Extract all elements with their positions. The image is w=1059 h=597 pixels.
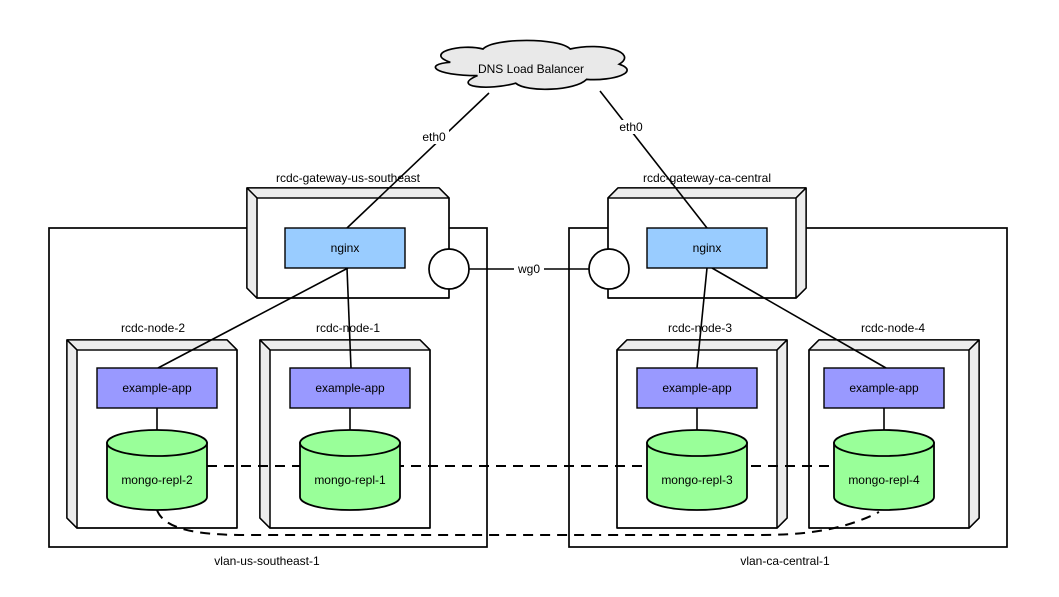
app-node3-label: example-app — [662, 381, 732, 395]
gateway-us-southeast-label: rcdc-gateway-us-southeast — [276, 171, 421, 185]
wg0-label-bg — [514, 262, 544, 276]
edge-nginx-right-to-app-node3 — [696, 267, 708, 369]
mongo-cylinder-repl-4 — [833, 429, 935, 511]
mongo-cylinder-repl-1 — [299, 429, 401, 511]
wg0-label: wg0 — [517, 262, 540, 276]
gateway-ca-central-label: rcdc-gateway-ca-central — [643, 171, 771, 185]
edge-nginx-right-to-app-node4 — [711, 267, 887, 369]
mongo-repl-3-label: mongo-repl-3 — [661, 473, 733, 487]
nginx-left-label: nginx — [331, 241, 360, 255]
mongo-cylinder-repl-3 — [646, 429, 748, 511]
eth0-right-label: eth0 — [619, 120, 643, 134]
mongo-repl-1-label: mongo-repl-1 — [314, 473, 386, 487]
edge-nginx-left-to-app-node2 — [157, 267, 349, 369]
nginx-right-label: nginx — [693, 241, 722, 255]
mongo-cylinder-repl-2 — [106, 429, 208, 511]
example-app-box-node1 — [289, 367, 411, 409]
example-app-box-node2 — [96, 367, 218, 409]
nginx-box-right — [646, 227, 768, 269]
vlan-us-southeast-label: vlan-us-southeast-1 — [214, 554, 320, 568]
dns-cloud-shape — [434, 39, 628, 91]
eth0-right-label-bg — [616, 120, 646, 134]
eth0-left-label-bg — [419, 130, 449, 144]
node2-label: rcdc-node-2 — [121, 321, 185, 335]
edge-cloud-to-gateway-left — [346, 92, 490, 229]
eth0-left-label: eth0 — [422, 130, 446, 144]
wg0-interface-circle-left — [428, 248, 470, 290]
example-app-box-node4 — [823, 367, 945, 409]
mongo-repl-4-label: mongo-repl-4 — [848, 473, 920, 487]
nginx-box-left — [284, 227, 406, 269]
node1-label: rcdc-node-1 — [316, 321, 380, 335]
node4-label: rcdc-node-4 — [861, 321, 925, 335]
edge-cloud-to-gateway-right — [599, 90, 708, 229]
vlan-ca-central-label: vlan-ca-central-1 — [740, 554, 830, 568]
example-app-box-node3 — [636, 367, 758, 409]
dns-cloud-label: DNS Load Balancer — [478, 62, 584, 76]
wg0-interface-circle-right — [588, 248, 630, 290]
edge-nginx-left-to-app-node1 — [346, 267, 352, 369]
edge-mongo-replication-cross — [156, 509, 880, 536]
mongo-repl-2-label: mongo-repl-2 — [121, 473, 193, 487]
app-node2-label: example-app — [122, 381, 192, 395]
app-node1-label: example-app — [315, 381, 385, 395]
node3-label: rcdc-node-3 — [668, 321, 732, 335]
app-node4-label: example-app — [849, 381, 919, 395]
